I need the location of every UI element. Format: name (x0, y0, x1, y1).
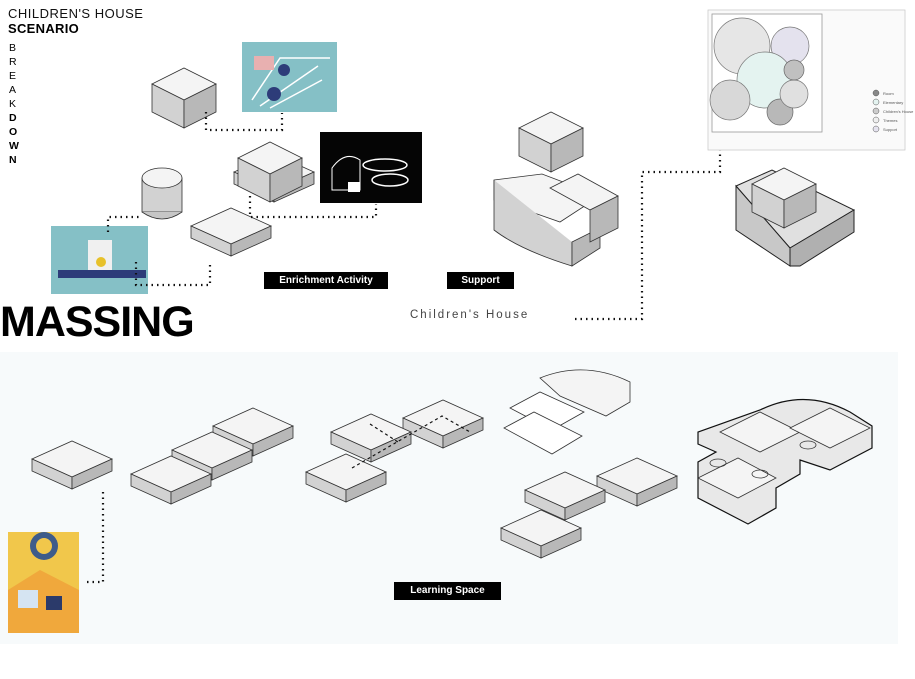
scenario-title: CHILDREN'S HOUSE (8, 6, 144, 21)
letter: R (9, 56, 17, 68)
letter: A (9, 84, 17, 96)
illustration-enrichment (320, 132, 422, 203)
illustration-theater (51, 226, 148, 294)
site-plan (707, 9, 906, 151)
site-legend: Room Elementary Children's House Themes … (872, 89, 914, 133)
legend-themes: Themes (883, 118, 897, 123)
breakdown-vertical-text: B R E A K D O W N (9, 41, 21, 167)
support-label: Support (447, 272, 514, 289)
learning-slab-single (31, 440, 113, 490)
legend-childrens-house: Children's House (883, 109, 914, 114)
letter: N (9, 154, 17, 166)
legend-elementary: Elementary (883, 100, 903, 105)
illustration-learning-space (8, 532, 79, 633)
massing-title: MASSING (0, 298, 195, 346)
learning-final-massing (697, 398, 873, 525)
letter: O (9, 126, 18, 138)
letter: W (9, 140, 19, 152)
letter: E (9, 70, 17, 82)
support-massing (493, 111, 619, 267)
learning-floorplan (503, 369, 631, 455)
learning-slab-move (305, 399, 484, 503)
childrens-house-massing (735, 167, 856, 267)
letter: K (9, 98, 17, 110)
enrichment-activity-label: Enrichment Activity (264, 272, 388, 289)
illustration-classroom (242, 42, 337, 112)
legend-room: Room (883, 91, 894, 96)
breakdown-cylinder (141, 167, 183, 220)
childrens-house-caption: Children's House (410, 309, 530, 321)
learning-space-label: Learning Space (394, 582, 501, 600)
letter: D (9, 112, 17, 124)
connector-lines (86, 112, 722, 584)
learning-slab-row (130, 407, 294, 505)
letter: B (9, 42, 17, 54)
learning-slab-cluster (500, 457, 678, 559)
legend-support: Support (883, 127, 898, 132)
breakdown-slab-1 (190, 207, 272, 257)
scenario-subtitle: SCENARIO (8, 21, 80, 36)
breakdown-l-block (233, 141, 315, 203)
